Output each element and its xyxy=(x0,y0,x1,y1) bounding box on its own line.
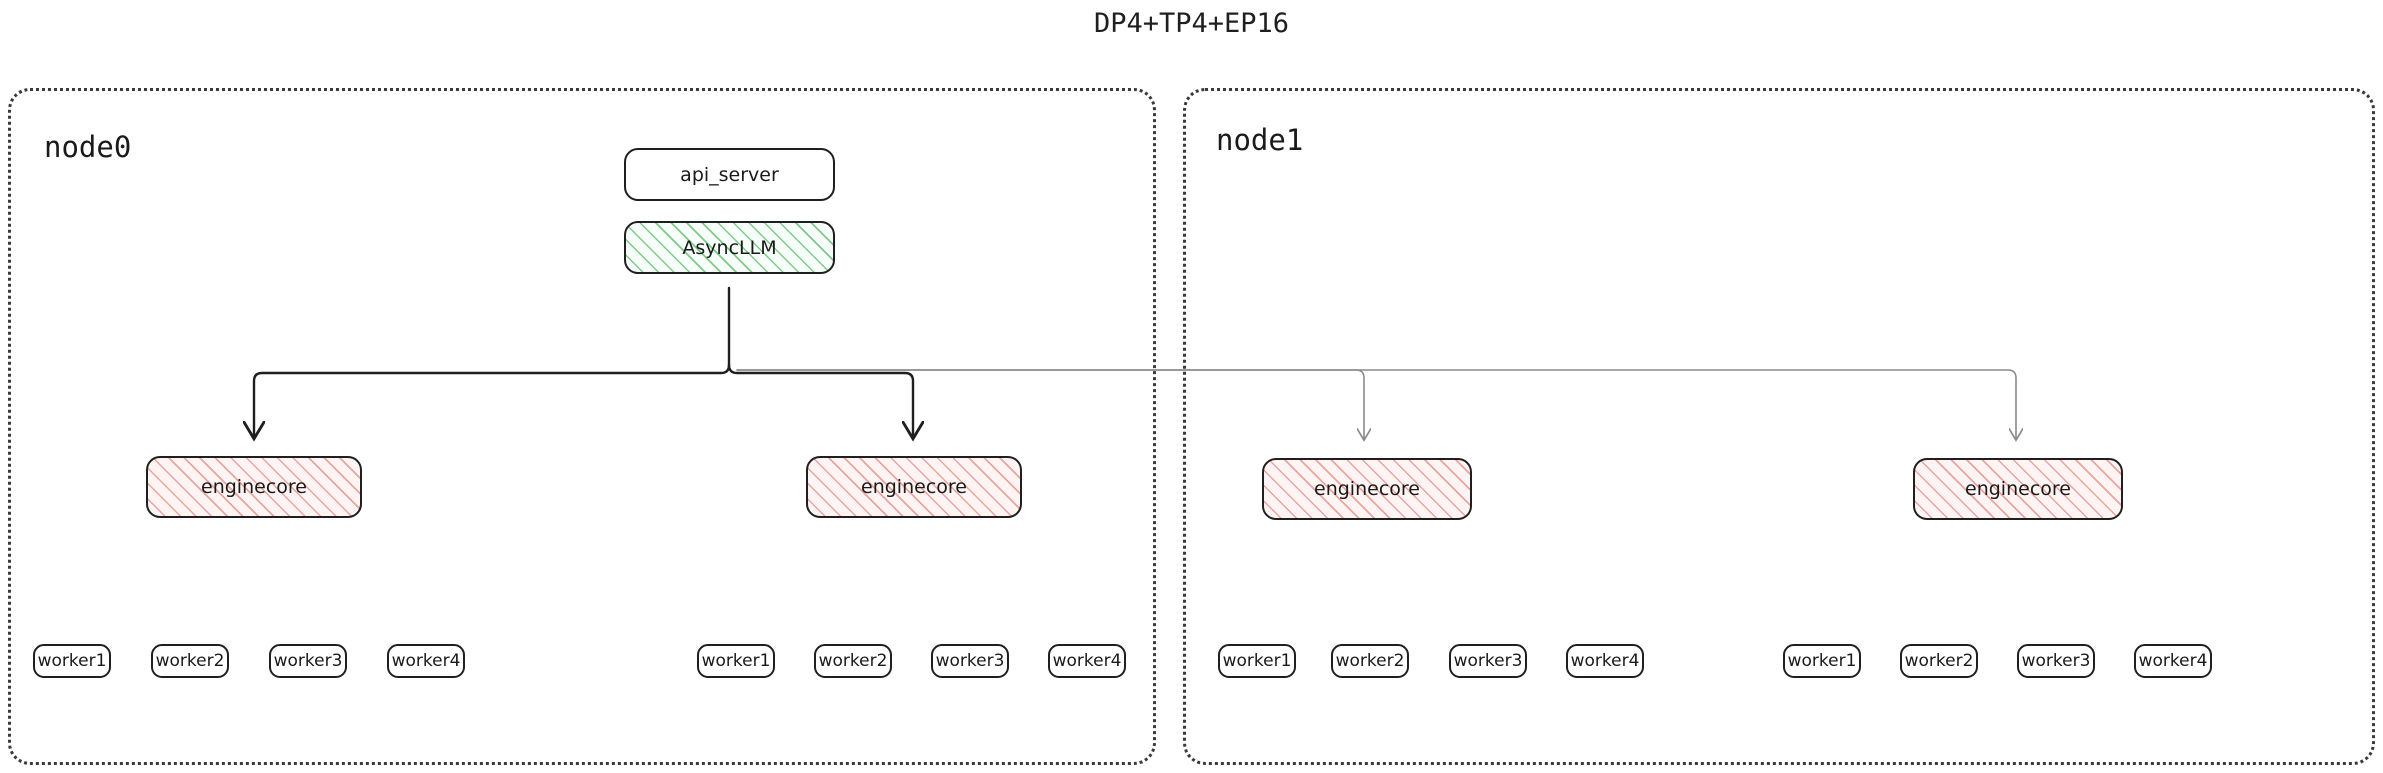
node-label-node1: node1 xyxy=(1216,123,1304,157)
worker-box-node1-g0-0[interactable]: worker1 xyxy=(1218,644,1296,678)
box-enginecore-node0-0[interactable]: enginecore xyxy=(146,456,362,518)
box-enginecore-node0-1[interactable]: enginecore xyxy=(806,456,1022,518)
box-enginecore-node1-1[interactable]: enginecore xyxy=(1913,458,2123,520)
worker-box-node1-g1-0[interactable]: worker1 xyxy=(1783,644,1861,678)
worker-box-node1-g1-3[interactable]: worker4 xyxy=(2134,644,2212,678)
worker-box-node1-g0-2[interactable]: worker3 xyxy=(1449,644,1527,678)
worker-box-node1-g1-1[interactable]: worker2 xyxy=(1900,644,1978,678)
node-label-node0: node0 xyxy=(44,130,132,164)
box-enginecore-node1-0[interactable]: enginecore xyxy=(1262,458,1472,520)
worker-box-node0-g0-2[interactable]: worker3 xyxy=(269,644,347,678)
worker-box-node0-g1-1[interactable]: worker2 xyxy=(814,644,892,678)
worker-box-node1-g1-2[interactable]: worker3 xyxy=(2017,644,2095,678)
box-api-server[interactable]: api_server xyxy=(624,148,835,201)
worker-box-node0-g0-0[interactable]: worker1 xyxy=(33,644,111,678)
worker-box-node1-g0-3[interactable]: worker4 xyxy=(1566,644,1644,678)
worker-box-node0-g1-2[interactable]: worker3 xyxy=(931,644,1009,678)
worker-box-node0-g0-1[interactable]: worker2 xyxy=(151,644,229,678)
box-async-llm[interactable]: AsyncLLM xyxy=(624,221,835,274)
worker-box-node1-g0-1[interactable]: worker2 xyxy=(1331,644,1409,678)
worker-box-node0-g1-3[interactable]: worker4 xyxy=(1048,644,1126,678)
page-title: DP4+TP4+EP16 xyxy=(1093,8,1290,39)
worker-box-node0-g1-0[interactable]: worker1 xyxy=(697,644,775,678)
worker-box-node0-g0-3[interactable]: worker4 xyxy=(387,644,465,678)
